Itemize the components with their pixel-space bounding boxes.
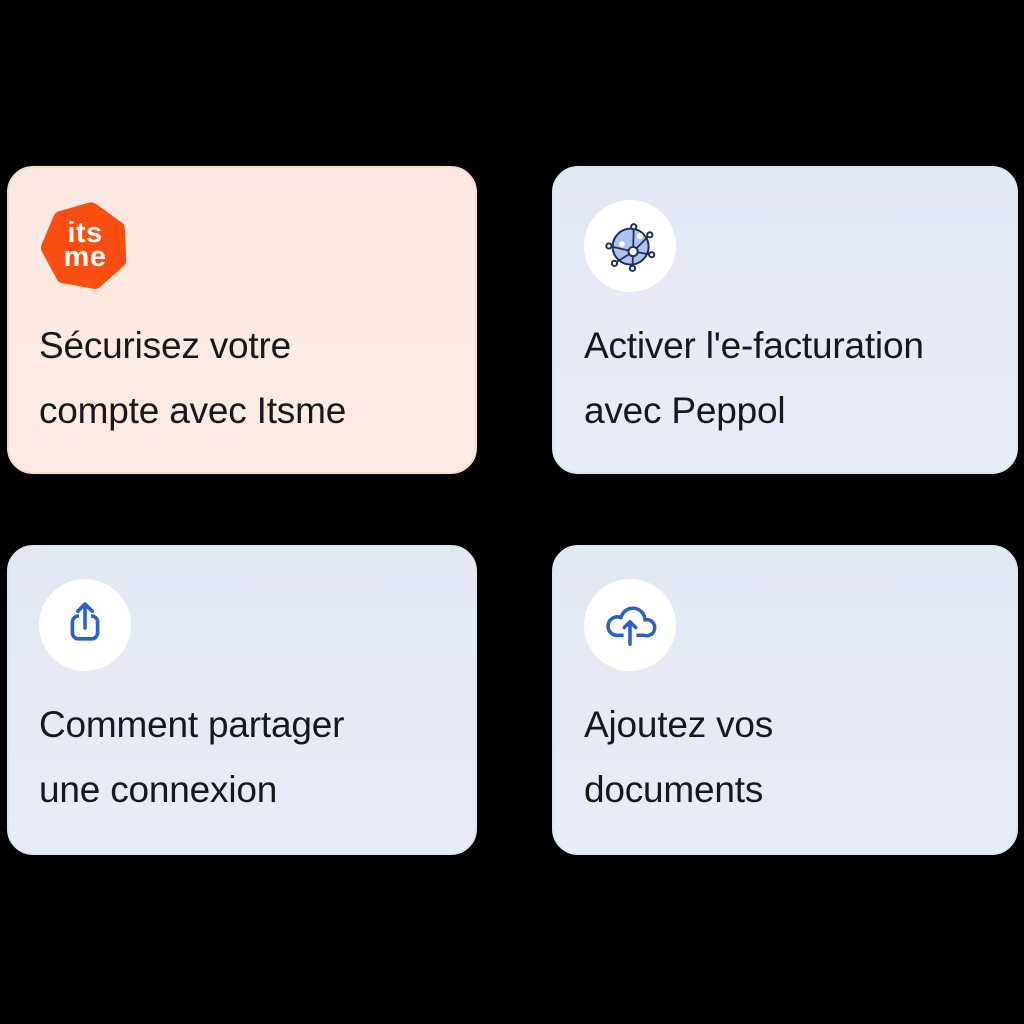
network-globe-icon: [605, 223, 656, 272]
icon-circle: [584, 200, 676, 292]
itsme-logo: its me: [39, 200, 131, 292]
icon-circle: [584, 579, 676, 671]
card-peppol-einvoicing[interactable]: Activer l'e-facturation avec Peppol: [552, 166, 1018, 474]
card-title-line-2: compte avec Itsme: [39, 390, 347, 431]
cards-grid: its me Sécurisez votre compte avec Itsme: [7, 166, 1018, 855]
itsme-blob-outline: [40, 202, 127, 289]
cloud-upload-icon: [606, 606, 657, 646]
itsme-logo-shape: [40, 202, 127, 289]
card-title: Comment partager une connexion: [39, 692, 445, 822]
card-title-line-1: Sécurisez votre: [39, 325, 291, 366]
card-share-connection[interactable]: Comment partager une connexion: [7, 545, 477, 855]
card-title-line-2: une connexion: [39, 769, 278, 810]
share-icon: [70, 602, 100, 641]
icon-circle: [39, 579, 131, 671]
card-title-line-2: avec Peppol: [584, 390, 786, 431]
card-title-line-2: documents: [584, 769, 764, 810]
card-title: Ajoutez vos documents: [584, 692, 986, 822]
card-title-line-1: Activer l'e-facturation: [584, 325, 924, 366]
card-title-line-1: Comment partager: [39, 704, 345, 745]
card-title: Sécurisez votre compte avec Itsme: [39, 313, 445, 443]
itsme-logo-line-1: its: [67, 216, 103, 249]
card-title-line-1: Ajoutez vos: [584, 704, 774, 745]
itsme-logo-text: its me: [39, 200, 131, 292]
card-title: Activer l'e-facturation avec Peppol: [584, 313, 986, 443]
itsme-logo-line-2: me: [63, 240, 107, 273]
card-itsme-security[interactable]: its me Sécurisez votre compte avec Itsme: [7, 166, 477, 474]
card-add-documents[interactable]: Ajoutez vos documents: [552, 545, 1018, 855]
